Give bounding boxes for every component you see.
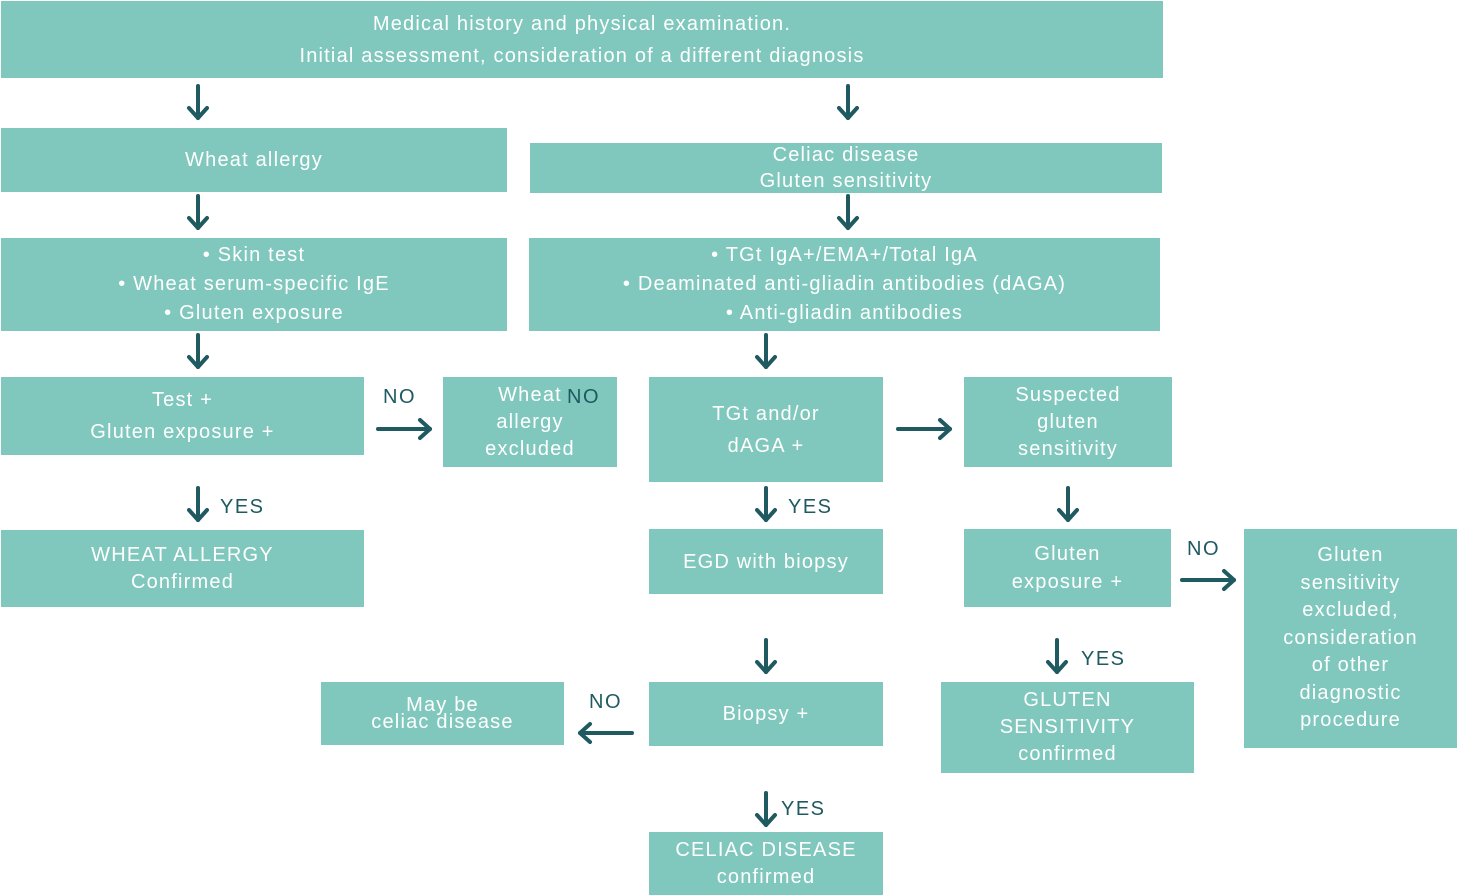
tgt-daga-box: TGt and/or dAGA +	[648, 376, 884, 483]
wheat-excluded-line-1: Wheat	[498, 383, 562, 406]
arrow-test-plus-to-excluded	[376, 418, 432, 440]
celiac-confirmed-box: CELIAC DISEASE confirmed	[648, 831, 884, 896]
gluten-exposure-box: Gluten exposure +	[963, 528, 1172, 608]
wheat-confirmed-box: WHEAT ALLERGY Confirmed	[0, 529, 365, 608]
wheat-allergy-box: Wheat allergy	[0, 127, 508, 193]
tgt-daga-line-1: TGt and/or	[712, 402, 820, 425]
label-yes-gluten: YES	[1081, 648, 1126, 670]
may-be-celiac-line-1: May be	[406, 693, 479, 716]
gluten-confirmed-line-3: confirmed	[1018, 743, 1117, 765]
gluten-excluded-line-6: diagnostic	[1299, 681, 1402, 704]
label-yes-celiac: YES	[781, 798, 826, 820]
celiac-tests-line-1: • TGt IgA+/EMA+/Total IgA	[711, 244, 978, 266]
test-plus-box: Test + Gluten exposure +	[0, 376, 365, 456]
celiac-tests-line-2: • Deaminated anti-gliadin antibodies (dA…	[622, 273, 1067, 295]
arrow-wheat-tests-to-test-plus	[187, 333, 209, 369]
gluten-excluded-line-3: excluded,	[1302, 599, 1399, 622]
arrow-celiac-tests-to-tgt	[755, 333, 777, 369]
arrow-celiac-to-tests	[837, 194, 859, 230]
celiac-sensitivity-box: Celiac disease Gluten sensitivity	[529, 142, 1163, 194]
wheat-excluded-line-3: excluded	[485, 437, 575, 460]
gluten-exposure-line-1: Gluten	[1034, 543, 1101, 565]
egd-line-1: EGD with biopsy	[683, 550, 849, 573]
wheat-confirmed-line-1: WHEAT ALLERGY	[91, 543, 274, 566]
history-line-2: Initial assessment, consideration of a d…	[299, 44, 865, 67]
gluten-excluded-box: Gluten sensitivity excluded, considerati…	[1243, 528, 1458, 749]
history-box: Medical history and physical examination…	[0, 0, 1164, 79]
label-no-biopsy: NO	[589, 691, 622, 713]
gluten-excluded-line-1: Gluten	[1317, 543, 1384, 566]
gluten-confirmed-line-2: SENSITIVITY	[999, 716, 1136, 738]
wheat-tests-box: • Skin test • Wheat serum-specific IgE •…	[0, 237, 508, 332]
arrow-exposure-to-gluten-confirmed	[1046, 638, 1068, 674]
label-yes-wheat: YES	[220, 496, 265, 518]
gluten-excluded-line-2: sensitivity	[1300, 571, 1401, 594]
wheat-excluded-box: Wheat allergy excluded	[442, 376, 618, 468]
arrow-history-to-celiac	[837, 84, 859, 120]
biopsy-box: Biopsy +	[648, 681, 884, 747]
suspected-line-2: gluten	[1037, 410, 1099, 433]
wheat-allergy-line-1: Wheat allergy	[185, 149, 323, 171]
gluten-excluded-line-7: procedure	[1300, 709, 1401, 732]
celiac-confirmed-line-2: confirmed	[716, 865, 816, 888]
label-yes-egd: YES	[788, 496, 833, 518]
label-no-overlap: NO	[567, 386, 600, 408]
celiac-confirmed-line-1: CELIAC DISEASE	[675, 838, 857, 861]
celiac-sensitivity-line-2: Gluten sensitivity	[759, 170, 933, 192]
arrow-suspected-to-exposure	[1057, 486, 1079, 522]
wheat-tests-line-2: • Wheat serum-specific IgE	[118, 273, 390, 295]
suspected-line-3: sensitivity	[1018, 437, 1118, 460]
wheat-tests-line-3: • Gluten exposure	[164, 302, 344, 324]
arrow-biopsy-to-may-be-celiac	[578, 722, 634, 744]
may-be-celiac-box: May be celiac disease	[320, 681, 565, 746]
arrow-test-plus-to-confirmed	[187, 486, 209, 522]
egd-box: EGD with biopsy	[648, 528, 884, 595]
arrow-wheat-to-tests	[187, 194, 209, 230]
arrow-egd-to-biopsy	[755, 638, 777, 674]
wheat-excluded-line-2: allergy	[496, 410, 564, 433]
celiac-sensitivity-line-1: Celiac disease	[772, 144, 920, 166]
suspected-line-1: Suspected	[1015, 383, 1121, 406]
suspected-box: Suspected gluten sensitivity	[963, 376, 1173, 468]
celiac-tests-box: • TGt IgA+/EMA+/Total IgA • Deaminated a…	[528, 237, 1161, 332]
arrow-biopsy-to-celiac-confirmed	[755, 791, 777, 827]
gluten-excluded-line-4: consideration	[1283, 626, 1418, 649]
history-line-1: Medical history and physical examination…	[372, 12, 792, 35]
may-be-celiac-line-2: celiac disease	[371, 710, 514, 733]
tgt-daga-line-2: dAGA +	[727, 434, 805, 457]
arrow-tgt-to-suspected	[896, 418, 952, 440]
arrow-exposure-to-gluten-excluded	[1180, 569, 1236, 591]
celiac-tests-line-3: • Anti-gliadin antibodies	[725, 302, 964, 324]
wheat-confirmed-line-2: Confirmed	[130, 570, 235, 593]
gluten-confirmed-line-1: GLUTEN	[1023, 689, 1112, 711]
gluten-exposure-line-2: exposure +	[1011, 571, 1124, 593]
wheat-tests-line-1: • Skin test	[202, 244, 306, 266]
arrow-tgt-to-egd	[755, 486, 777, 522]
test-plus-line-1: Test +	[151, 389, 214, 411]
test-plus-line-2: Gluten exposure +	[90, 421, 275, 443]
arrow-history-to-wheat	[187, 84, 209, 120]
gluten-excluded-line-5: of other	[1311, 654, 1390, 677]
label-no-gluten: NO	[1187, 538, 1220, 560]
label-no-test: NO	[383, 386, 416, 408]
gluten-confirmed-box: GLUTEN SENSITIVITY confirmed	[940, 681, 1195, 774]
biopsy-line-1: Biopsy +	[722, 703, 810, 725]
